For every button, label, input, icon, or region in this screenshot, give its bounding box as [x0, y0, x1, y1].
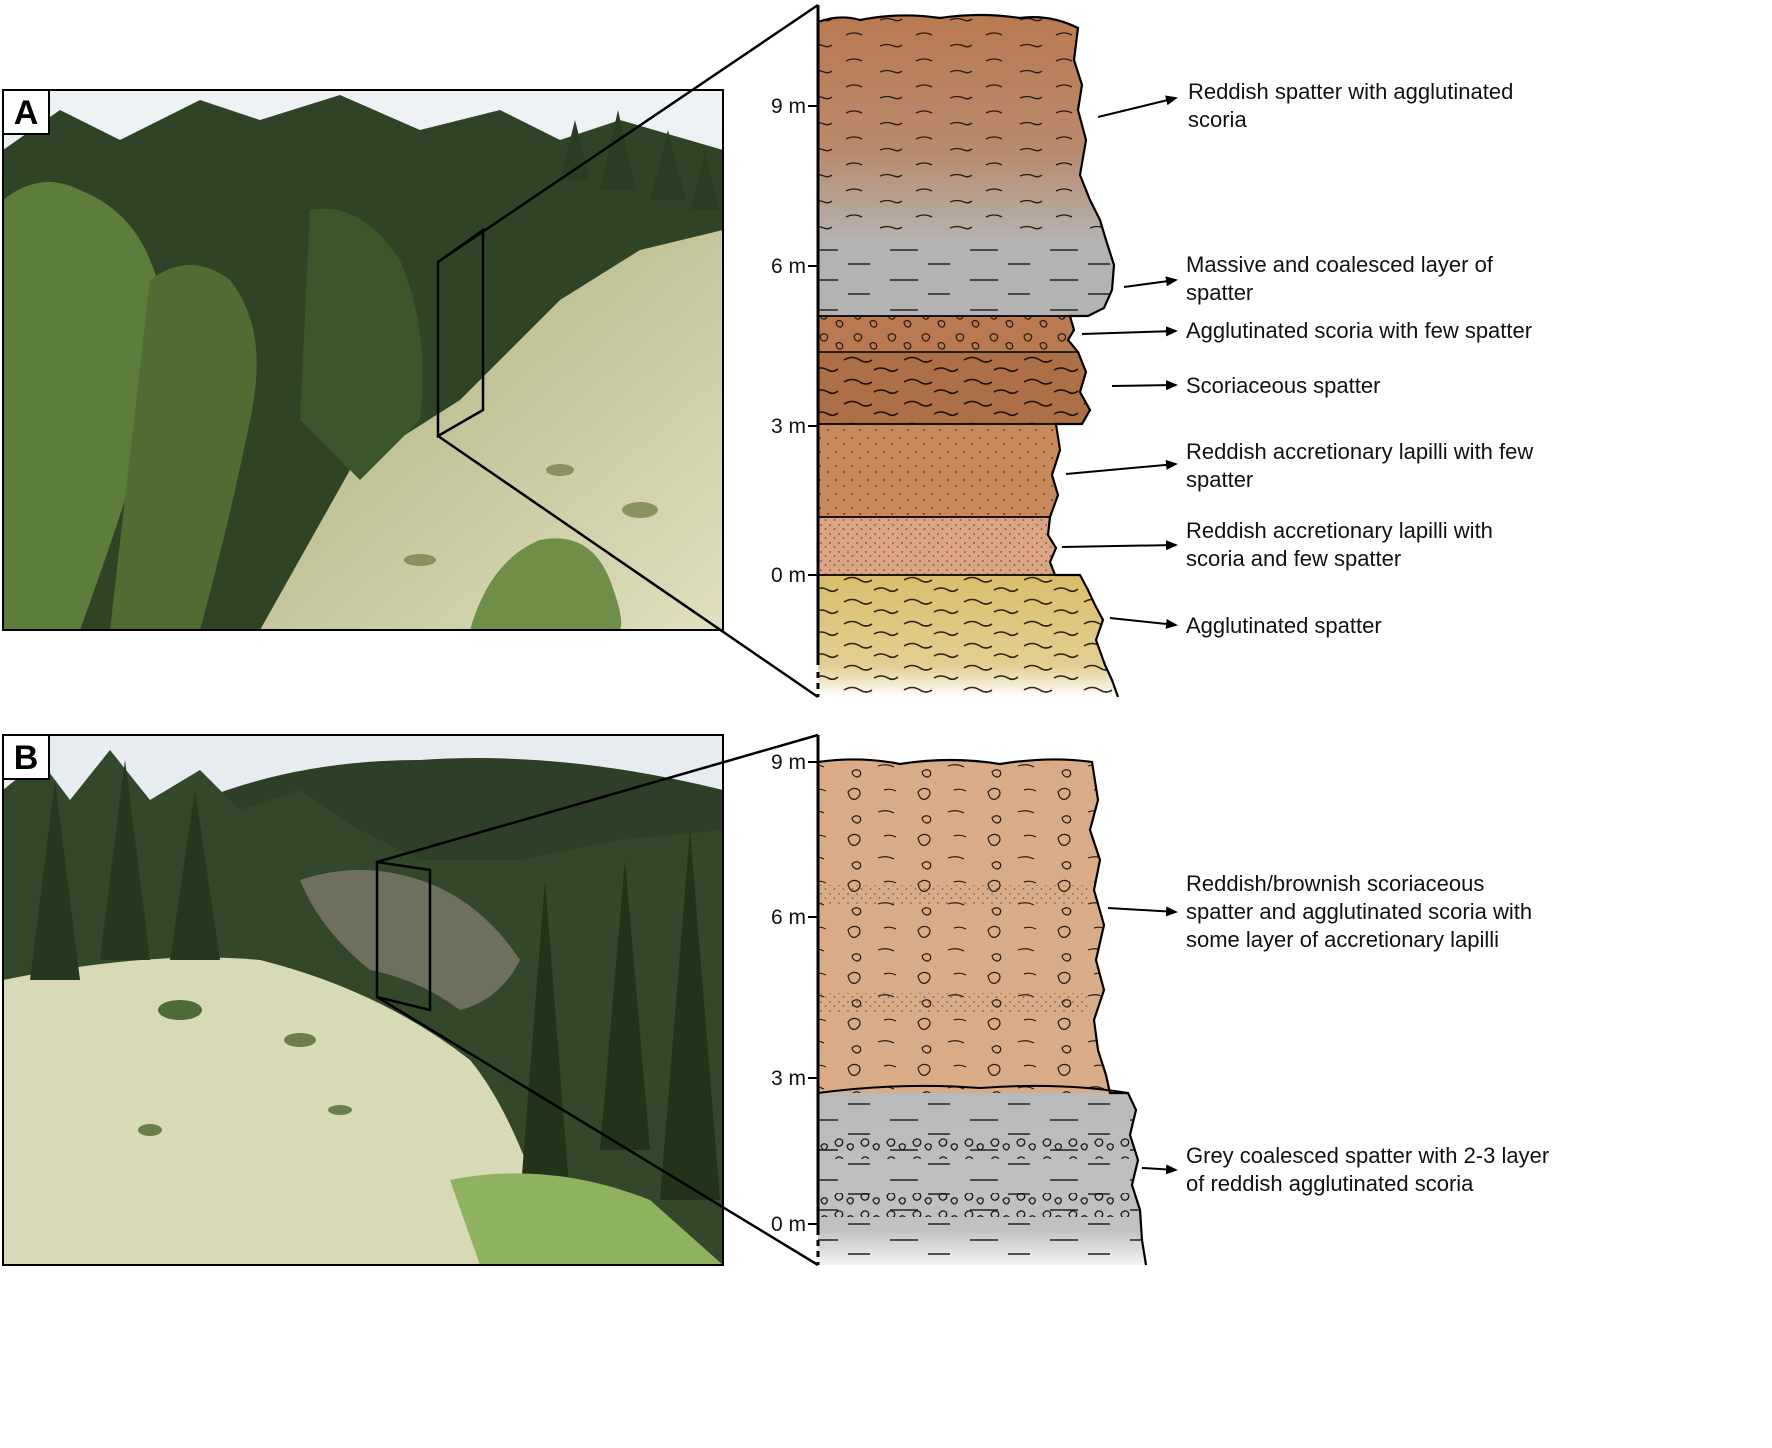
photo-b-outcrop-outline	[375, 860, 432, 1012]
photo-a-frame	[2, 89, 724, 631]
desc-b-1-line-3: some layer of accretionary lapilli	[1186, 927, 1499, 952]
desc-b-1-line-1: Reddish/brownish scoriaceous	[1186, 871, 1484, 896]
panel-b-letter-box	[2, 734, 50, 780]
arrow-b-1	[1107, 906, 1178, 917]
column-b: 9 m 6 m 3 m 0 m	[771, 735, 1148, 1266]
layer-b-scoria-band-1	[820, 1137, 1130, 1159]
photo-b-frame	[2, 734, 724, 1266]
zoom-line-a-top	[437, 3, 819, 264]
panel-a-letter-box	[2, 89, 50, 135]
arrow-a-5	[1065, 459, 1178, 475]
panel-a-letter: A	[14, 94, 39, 132]
layer-a-reddish-spatter-texture	[818, 15, 1106, 240]
arrow-a-1	[1097, 95, 1178, 118]
layer-b-lapilli-band-2	[820, 993, 1090, 1013]
layer-a-agglutinated-scoria-texture	[818, 316, 1078, 352]
desc-a-5-line-1: Reddish accretionary lapilli with few	[1186, 439, 1533, 464]
desc-b-2-line-1: Grey coalesced spatter with 2-3 layer	[1186, 1143, 1549, 1168]
contact-b-1	[817, 1084, 1129, 1094]
annotations-b: Reddish/brownish scoriaceous spatter and…	[1107, 871, 1549, 1196]
zoom-line-a-bottom	[437, 434, 819, 699]
arrow-a-3	[1081, 326, 1178, 337]
desc-b-2-line-2: of reddish agglutinated scoria	[1186, 1171, 1474, 1196]
column-a-profile	[817, 13, 1120, 698]
desc-a-6-line-2: scoria and few spatter	[1186, 546, 1401, 571]
desc-a-2-line-1: Massive and coalesced layer of	[1186, 252, 1494, 277]
panel-b: B 9 m 6 m 3 m 0 m	[2, 733, 1549, 1267]
tick-label-a-0: 0 m	[771, 564, 806, 587]
desc-a-7-line-1: Agglutinated spatter	[1186, 613, 1382, 638]
layer-b-lapilli-band-1	[820, 885, 1090, 905]
zoom-line-b-top	[376, 733, 819, 864]
desc-a-1-line-1: Reddish spatter with agglutinated	[1188, 79, 1513, 104]
desc-a-1-line-2: scoria	[1188, 107, 1247, 132]
arrow-a-4	[1111, 380, 1178, 391]
layer-a-scoriaceous-spatter-texture	[818, 352, 1090, 424]
desc-a-3-line-1: Agglutinated scoria with few spatter	[1186, 318, 1532, 343]
photo-b	[3, 735, 723, 1265]
desc-a-4-line-1: Scoriaceous spatter	[1186, 373, 1380, 398]
photo-a	[3, 90, 723, 630]
arrow-a-2	[1123, 276, 1178, 288]
column-b-profile	[817, 758, 1148, 1266]
layer-a-lapilli-few-spatter-texture	[818, 424, 1060, 517]
desc-a-2-line-2: spatter	[1186, 280, 1253, 305]
layer-a-agglutinated-spatter-texture	[818, 575, 1118, 697]
tick-label-b-9: 9 m	[771, 751, 806, 774]
tick-label-a-9: 9 m	[771, 95, 806, 118]
annotations-a: Reddish spatter with agglutinated scoria…	[1061, 79, 1533, 638]
tick-label-a-3: 3 m	[771, 415, 806, 438]
panel-b-letter: B	[14, 739, 39, 777]
layer-a-coalesced-grey-texture	[818, 240, 1114, 316]
zoom-line-b-bottom	[376, 995, 819, 1267]
desc-a-6-line-1: Reddish accretionary lapilli with	[1186, 518, 1493, 543]
layer-b-scoriaceous-spatter-texture	[818, 759, 1110, 1093]
tick-label-b-0: 0 m	[771, 1213, 806, 1236]
tick-label-b-3: 3 m	[771, 1067, 806, 1090]
arrow-a-7	[1109, 617, 1178, 629]
panel-a: A	[2, 3, 1533, 699]
desc-a-5-line-2: spatter	[1186, 467, 1253, 492]
layer-b-scoria-band-2	[820, 1193, 1130, 1217]
tick-label-b-6: 6 m	[771, 906, 806, 929]
tick-label-a-6: 6 m	[771, 255, 806, 278]
desc-b-1-line-2: spatter and agglutinated scoria with	[1186, 899, 1532, 924]
layer-b-grey-coalesced-texture	[818, 1093, 1146, 1265]
column-a: 9 m 6 m 3 m 0 m	[771, 5, 1120, 698]
arrow-b-2	[1141, 1164, 1178, 1175]
arrow-a-6	[1061, 540, 1178, 551]
layer-a-lapilli-scoria-texture	[818, 517, 1056, 575]
